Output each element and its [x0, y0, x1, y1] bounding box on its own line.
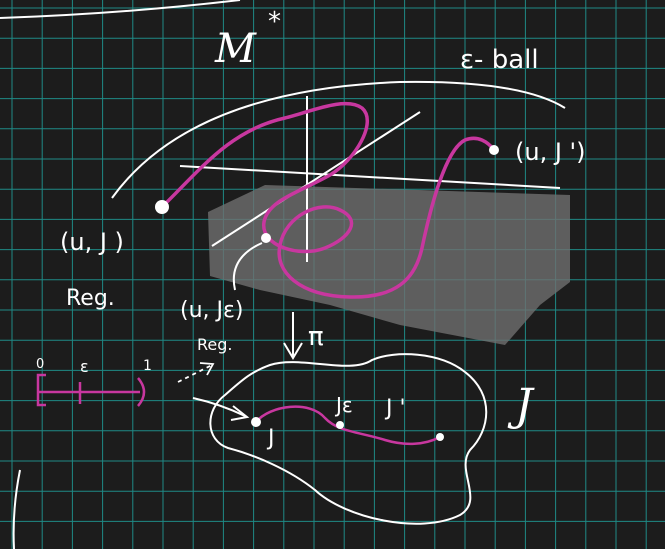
interval-eps-label: ε — [80, 357, 89, 376]
parameter-path — [255, 405, 441, 446]
manifold-star: * — [268, 7, 281, 37]
projection-arrow-head — [283, 342, 303, 360]
axis-diagonal — [211, 111, 421, 247]
manifold-label: M — [214, 26, 257, 72]
uJ-label: (u, J ) — [60, 228, 124, 256]
parameter-space-blob — [209, 353, 488, 525]
epsilon-ball-arc — [111, 80, 566, 199]
param-point-Jprime — [436, 433, 444, 441]
left-stray-line — [12, 469, 21, 549]
param-point-J — [251, 417, 261, 427]
axis-horizontal — [179, 165, 561, 189]
interval-bracket-right — [137, 377, 146, 407]
shaded-surface — [208, 185, 570, 345]
interval-one-label: 1 — [143, 358, 152, 374]
point-uJeps — [261, 233, 271, 243]
dashed-arrow — [177, 364, 213, 383]
dashed-arrow-head — [199, 362, 215, 376]
solution-curve — [160, 101, 496, 299]
param-Jeps-label: Jε — [334, 393, 353, 417]
param-J-label: J — [266, 426, 275, 451]
parameter-space-label: J — [507, 380, 535, 431]
param-Jprime-label: J ' — [384, 396, 406, 421]
uJeps-label: (u, Jε) — [180, 298, 243, 323]
interval-bracket-left — [36, 373, 46, 407]
interval-zero-label: 0 — [36, 357, 44, 372]
param-point-Jeps — [336, 421, 344, 429]
pointer-uJeps — [232, 242, 263, 291]
arrow-into-space — [192, 397, 246, 417]
top-stray-arc — [0, 0, 241, 19]
pi-label: π — [308, 322, 324, 352]
uJprime-label: (u, J ') — [515, 138, 586, 166]
epsilon-ball-label: ε- ball — [460, 45, 539, 75]
point-uJ — [155, 200, 169, 214]
reg-left-label: Reg. — [66, 286, 115, 311]
point-uJprime — [489, 145, 499, 155]
reg-arrow-label: Reg. — [197, 335, 232, 354]
arrow-into-space-head — [230, 405, 250, 421]
